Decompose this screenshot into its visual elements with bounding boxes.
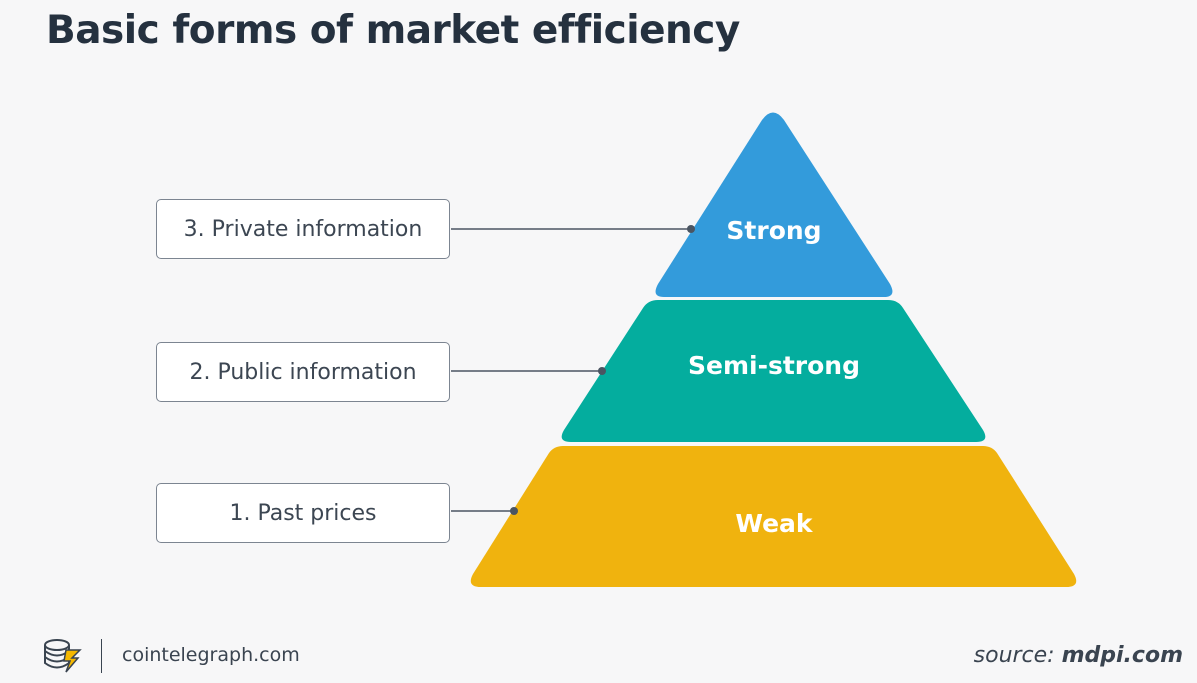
pyramid-level-semi-strong <box>561 300 986 442</box>
page-title: Basic forms of market efficiency <box>46 8 740 53</box>
info-box-past-prices: 1. Past prices <box>156 483 450 543</box>
footer-divider <box>101 639 102 673</box>
level-label-weak: Weak <box>735 509 814 538</box>
level-label-semi-strong: Semi-strong <box>688 351 860 380</box>
logo-lightning <box>63 649 82 673</box>
pyramid-level-weak <box>470 446 1077 587</box>
level-label-strong: Strong <box>726 216 821 245</box>
source-name: mdpi.com <box>1061 643 1183 668</box>
pyramid-level-strong <box>655 112 893 297</box>
footer-source: source: mdpi.com <box>974 643 1183 668</box>
source-prefix: source: <box>973 643 1062 668</box>
info-box-public-information: 2. Public information <box>156 342 450 402</box>
footer-site-link[interactable]: cointelegraph.com <box>122 644 300 666</box>
connector-dot-strong <box>687 225 695 233</box>
connectors <box>451 225 695 515</box>
info-box-private-information: 3. Private information <box>156 199 450 259</box>
connector-dot-weak <box>510 507 518 515</box>
connector-dot-semi-strong <box>598 367 606 375</box>
logo-coin-top <box>44 639 70 651</box>
cointelegraph-logo-icon <box>44 639 82 673</box>
